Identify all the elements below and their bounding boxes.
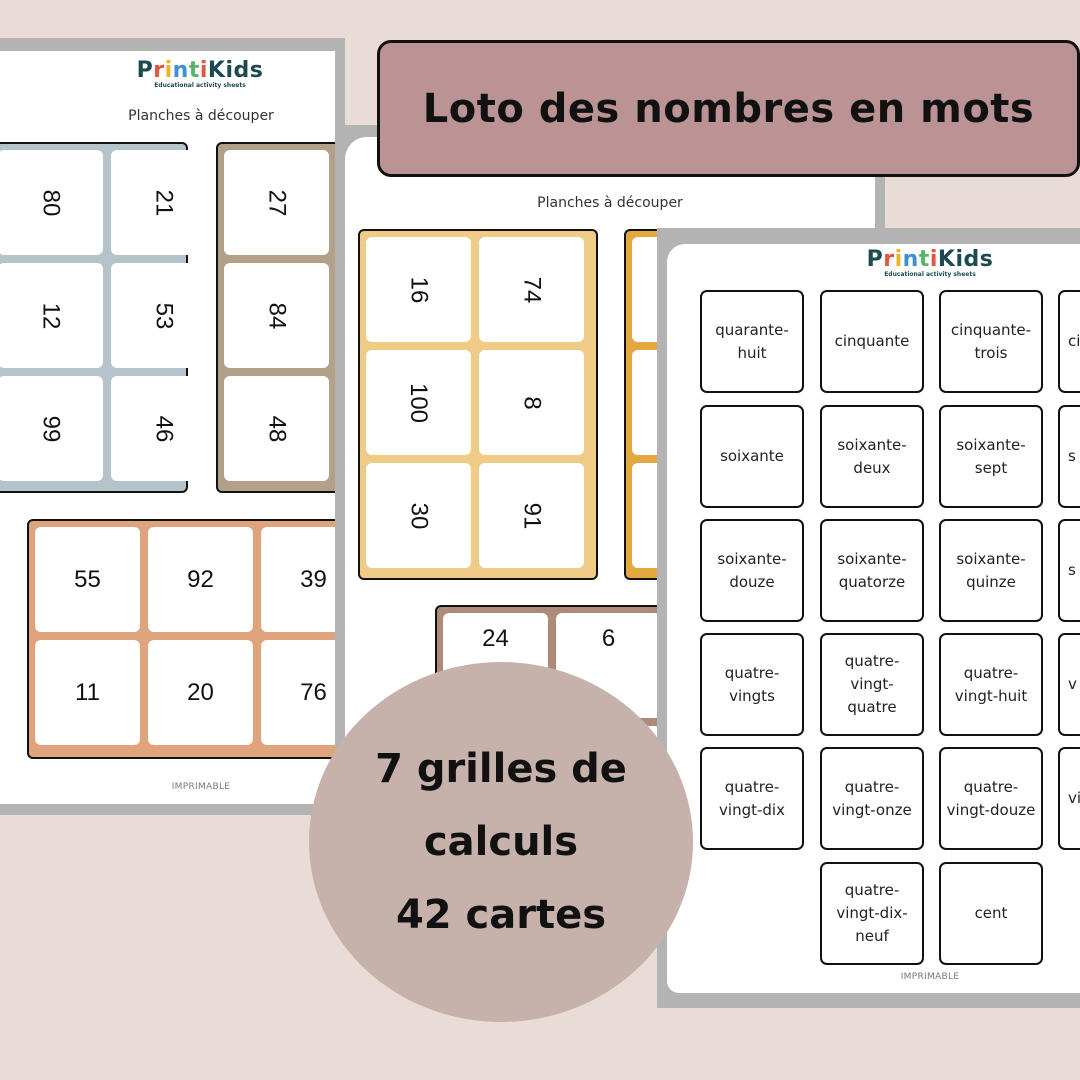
word-card: soixante- deux bbox=[820, 405, 924, 508]
number-label: 24 bbox=[482, 625, 509, 652]
word-card: soixante- quinze bbox=[939, 519, 1043, 622]
number-label: 53 bbox=[150, 302, 178, 329]
badge-line: 7 grilles de bbox=[375, 745, 627, 792]
sheet-footer: IMPRIMABLE bbox=[900, 972, 960, 982]
number-cell: 74 bbox=[479, 237, 584, 342]
number-cell: 48 bbox=[224, 376, 329, 481]
number-cell: 76 bbox=[261, 640, 335, 745]
number-label: 99 bbox=[37, 415, 65, 442]
number-grid-yellow: 16 74 100 8 30 91 bbox=[358, 229, 598, 580]
number-cell: 16 bbox=[366, 237, 471, 342]
number-label: 100 bbox=[405, 382, 433, 423]
number-label: 21 bbox=[150, 189, 178, 216]
word-card: soixante bbox=[700, 405, 804, 508]
word-card: cent bbox=[939, 862, 1043, 965]
word-card: quatre- vingt-onze bbox=[820, 747, 924, 850]
title-banner: Loto des nombres en mots bbox=[377, 40, 1080, 177]
number-label: 30 bbox=[405, 502, 433, 529]
number-cell: 30 bbox=[366, 463, 471, 568]
word-card: quatre- vingt-dix bbox=[700, 747, 804, 850]
logo-tagline: Educational activity sheets bbox=[884, 271, 976, 278]
number-grid-blue: 80 21 12 53 99 46 bbox=[0, 142, 216, 493]
number-cell: 92 bbox=[148, 527, 253, 632]
number-cell: 84 bbox=[224, 263, 329, 368]
sheet-subtitle: Planches à découper bbox=[537, 195, 683, 211]
number-label: 48 bbox=[263, 415, 291, 442]
number-cell: 27 bbox=[224, 150, 329, 255]
number-cell: 100 bbox=[366, 350, 471, 455]
number-label: 39 bbox=[300, 565, 327, 593]
number-label: 80 bbox=[37, 189, 65, 216]
word-card: cinquante bbox=[820, 290, 924, 393]
word-card: vi bbox=[1058, 747, 1080, 850]
logo-tagline: Educational activity sheets bbox=[154, 82, 246, 89]
number-cell: 20 bbox=[148, 640, 253, 745]
word-card: soixante- douze bbox=[700, 519, 804, 622]
number-grid-tan: 27 84 48 bbox=[216, 142, 335, 493]
number-label: 16 bbox=[405, 276, 433, 303]
number-cell: 91 bbox=[479, 463, 584, 568]
number-label: 74 bbox=[518, 276, 546, 303]
number-label: 91 bbox=[518, 502, 546, 529]
title: Loto des nombres en mots bbox=[422, 85, 1035, 132]
number-cell: 39 bbox=[261, 527, 335, 632]
number-label: 92 bbox=[187, 565, 214, 593]
number-cell: 53 bbox=[111, 263, 216, 368]
word-card: quatre- vingt-huit bbox=[939, 633, 1043, 736]
number-label: 8 bbox=[518, 395, 546, 410]
number-label: 20 bbox=[187, 678, 214, 706]
word-card: quatre- vingts bbox=[700, 633, 804, 736]
number-cell: 80 bbox=[0, 150, 103, 255]
info-badge: 7 grilles de calculs 42 cartes bbox=[309, 662, 693, 1022]
word-card: quarante- huit bbox=[700, 290, 804, 393]
logo-wordmark: PrintiKids bbox=[136, 58, 264, 83]
word-card: soixante- quatorze bbox=[820, 519, 924, 622]
number-label: 6 bbox=[601, 625, 616, 652]
badge-line: 42 cartes bbox=[395, 891, 607, 938]
number-label: 55 bbox=[74, 565, 101, 593]
number-cell: 12 bbox=[0, 263, 103, 368]
number-grid-orange: 55 92 39 11 20 76 bbox=[27, 519, 335, 759]
number-cell: 55 bbox=[35, 527, 140, 632]
number-cell: 46 bbox=[111, 376, 216, 481]
word-card: quatre- vingt-dix- neuf bbox=[820, 862, 924, 965]
sheet-footer: IMPRIMABLE bbox=[171, 782, 231, 792]
number-label: 11 bbox=[75, 678, 100, 706]
word-card: quatre- vingt- quatre bbox=[820, 633, 924, 736]
number-cell: 99 bbox=[0, 376, 103, 481]
badge-line: calculs bbox=[423, 818, 579, 865]
word-card: s bbox=[1058, 405, 1080, 508]
word-card: v bbox=[1058, 633, 1080, 736]
number-cell: 21 bbox=[111, 150, 216, 255]
number-label: 27 bbox=[263, 189, 291, 216]
word-card: s bbox=[1058, 519, 1080, 622]
logo-wordmark: PrintiKids bbox=[866, 247, 994, 272]
number-cell: 11 bbox=[35, 640, 140, 745]
sheet-subtitle: Planches à découper bbox=[128, 108, 274, 124]
word-card: cinquante- trois bbox=[939, 290, 1043, 393]
word-card: quatre- vingt-douze bbox=[939, 747, 1043, 850]
number-label: 46 bbox=[150, 415, 178, 442]
number-label: 12 bbox=[37, 302, 65, 329]
word-card: ci bbox=[1058, 290, 1080, 393]
word-card: soixante- sept bbox=[939, 405, 1043, 508]
number-cell: 8 bbox=[479, 350, 584, 455]
number-label: 84 bbox=[263, 302, 291, 329]
number-label: 76 bbox=[300, 678, 327, 706]
